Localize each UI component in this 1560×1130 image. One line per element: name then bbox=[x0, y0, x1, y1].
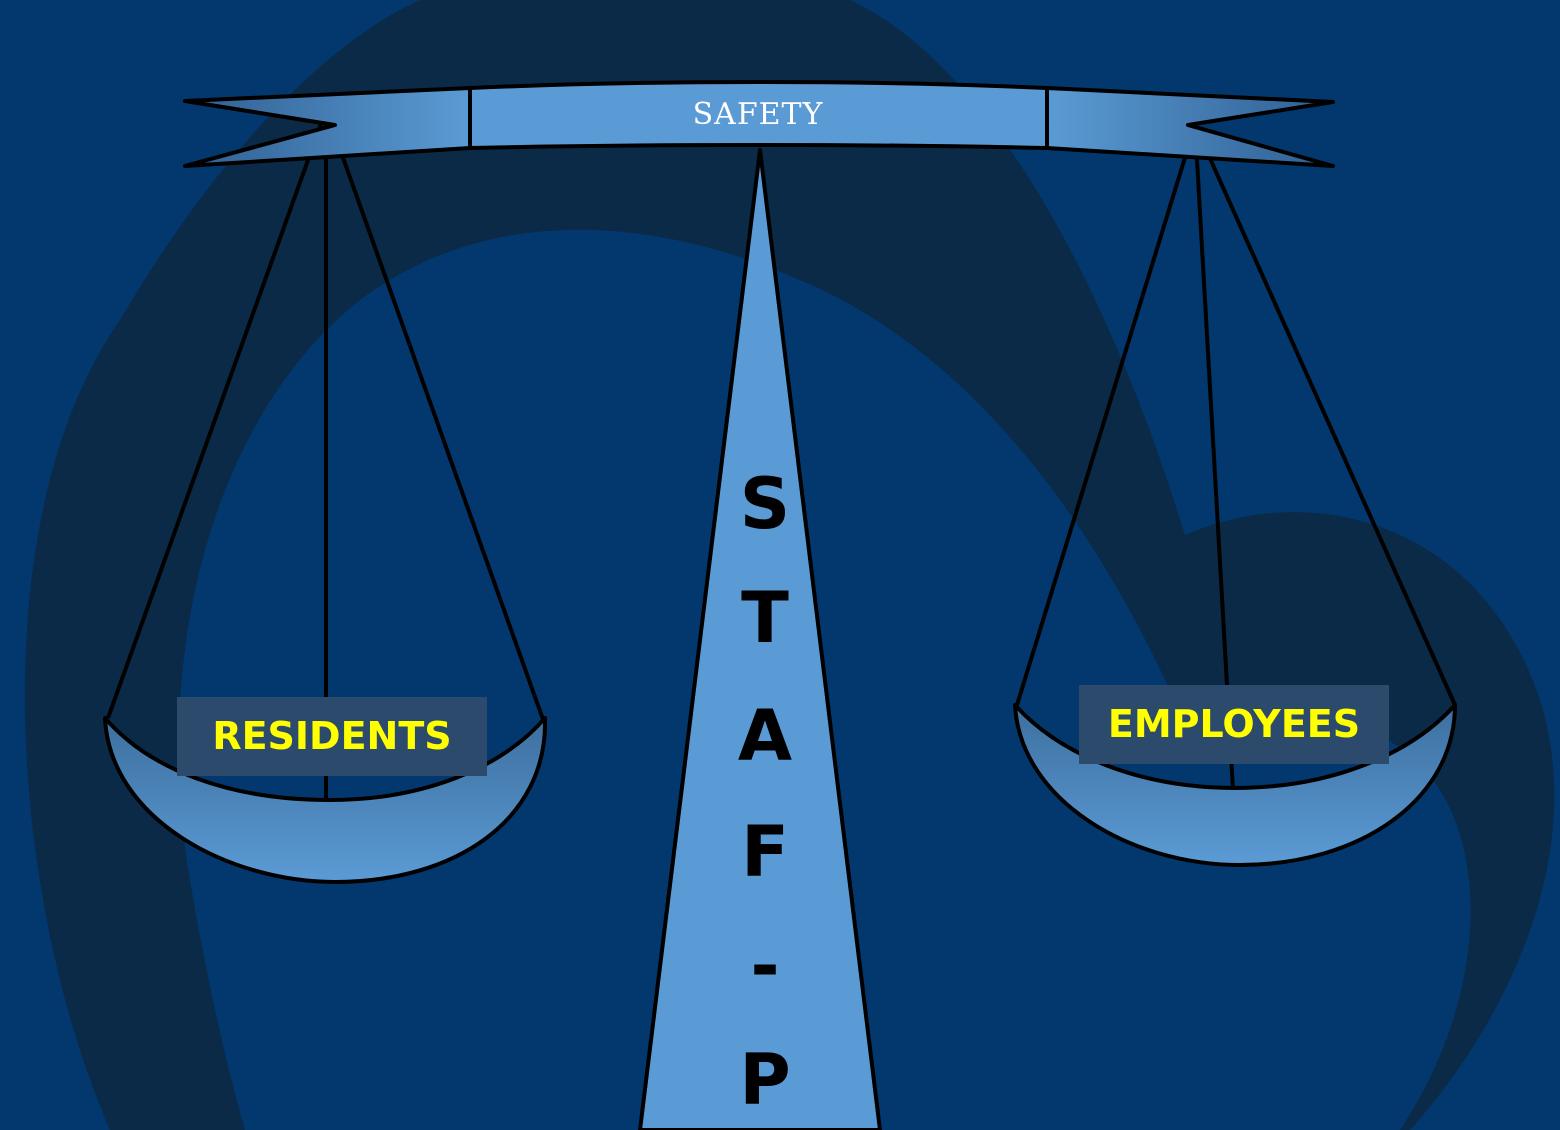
left-pan-strings bbox=[106, 109, 547, 800]
residents-label: RESIDENTS bbox=[212, 714, 451, 758]
stem-letters: S T A F - P bbox=[738, 463, 792, 1121]
right-pan bbox=[1013, 703, 1457, 867]
scale-beam bbox=[183, 80, 1335, 168]
right-pan-strings bbox=[1015, 124, 1457, 791]
employees-label: EMPLOYEES bbox=[1108, 702, 1360, 746]
stem-letter: F bbox=[741, 811, 789, 893]
background-swoosh bbox=[24, 0, 1555, 1130]
beam-right-end bbox=[1045, 86, 1335, 168]
scale-stem bbox=[638, 148, 882, 1130]
beam-label: SAFETY bbox=[693, 97, 824, 132]
stem-letter: A bbox=[738, 695, 792, 777]
stem-letter: P bbox=[739, 1039, 790, 1121]
employees-label-box: EMPLOYEES bbox=[1079, 685, 1389, 764]
left-pan bbox=[103, 716, 548, 884]
stem-letter: T bbox=[741, 577, 789, 659]
stem-letter: S bbox=[740, 463, 790, 545]
stem-letter: - bbox=[750, 925, 779, 1007]
residents-label-box: RESIDENTS bbox=[177, 697, 487, 776]
